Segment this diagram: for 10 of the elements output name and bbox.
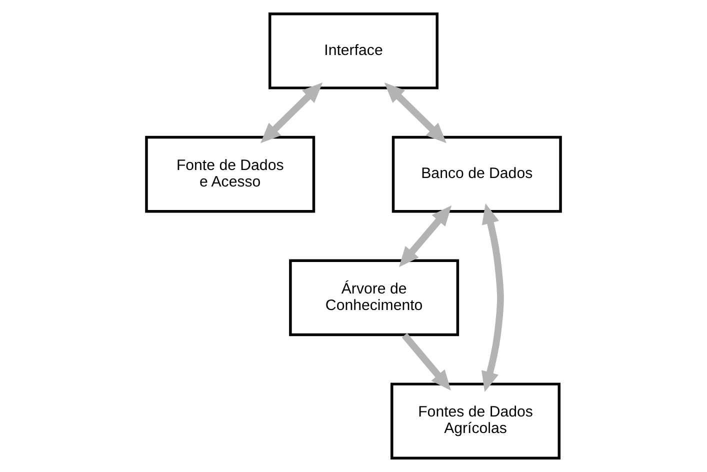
node-box: Interface (268, 12, 438, 90)
node-box: Árvore de Conhecimento (289, 259, 460, 336)
arrow (384, 82, 446, 144)
arrow (399, 205, 452, 268)
arrow (402, 333, 451, 390)
node-box: Fontes de Dados Agrícolas (390, 382, 561, 460)
arrow (260, 82, 323, 144)
arrow (481, 203, 504, 392)
node-box: Fonte de Dados e Acesso (145, 136, 316, 213)
node-box: Banco de Dados (392, 136, 562, 213)
